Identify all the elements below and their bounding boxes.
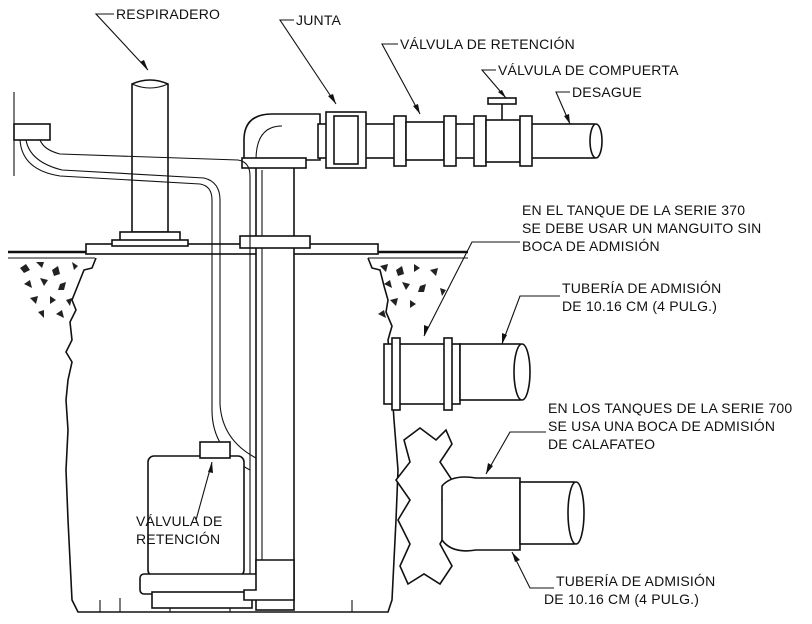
label-note-700-line-3: DE CALAFATEO [548, 436, 655, 452]
horizontal-discharge [317, 97, 603, 169]
label-note-700-line-2: SE USA UNA BOCA DE ADMISIÓN [548, 418, 775, 434]
gravel-right [378, 264, 446, 318]
label-check-valve-pump-line-1: VÁLVULA DE [136, 513, 223, 529]
label-inlet-pipe-1-line-1: TUBERÍA DE ADMISIÓN [562, 280, 721, 296]
label-note-700-line-1: EN LOS TANQUES DE LA SERIE 700 [548, 400, 792, 416]
label-check-valve-pump-line-2: RETENCIÓN [136, 531, 220, 547]
gravel-left [20, 262, 78, 318]
vent-pipe [111, 79, 189, 247]
label-check-valve-top: VÁLVULA DE RETENCIÓN [400, 36, 575, 52]
label-inlet-pipe-1-line-2: DE 10.16 CM (4 PULG.) [562, 298, 717, 314]
label-note-370-line-3: BOCA DE ADMISIÓN [522, 238, 660, 254]
label-union: JUNTA [296, 12, 342, 28]
discharge-pipe [239, 113, 321, 611]
inlet-sleeve-370 [383, 337, 531, 411]
sump-basin [65, 243, 399, 613]
label-inlet-pipe-2-line-2: DE 10.16 CM (4 PULG.) [544, 591, 699, 607]
labels: RESPIRADERO JUNTA VÁLVULA DE RETENCIÓN V… [116, 6, 792, 607]
label-vent: RESPIRADERO [116, 6, 220, 22]
inlet-hub-700 [395, 427, 585, 586]
label-note-370-line-1: EN EL TANQUE DE LA SERIE 370 [522, 202, 745, 218]
label-inlet-pipe-2-line-1: TUBERÍA DE ADMISIÓN [556, 573, 715, 589]
pump [139, 441, 295, 612]
label-gate-valve: VÁLVULA DE COMPUERTA [498, 62, 679, 78]
label-discharge: DESAGUE [572, 84, 642, 100]
leader-lines [94, 13, 571, 589]
label-note-370-line-2: SE DEBE USAR UN MANGUITO SIN [522, 220, 762, 236]
